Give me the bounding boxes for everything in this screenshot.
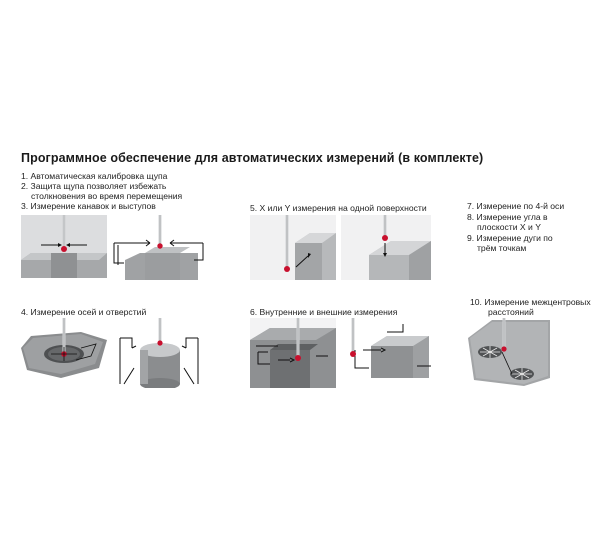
y-surface-measurement-diagram bbox=[341, 215, 431, 280]
caption-item-1: 1. Автоматическая калибровка щупа bbox=[21, 171, 168, 181]
caption-item-3: 3. Измерение канавок и выступов bbox=[21, 201, 156, 211]
page-title: Программное обеспечение для автоматическ… bbox=[21, 151, 484, 165]
hole-measurement-diagram bbox=[21, 318, 107, 380]
internal-measurement-diagram bbox=[250, 318, 336, 388]
caption-item-8: 8. Измерение угла в bbox=[467, 212, 548, 222]
caption-item-6: 6. Внутренние и внешние измерения bbox=[250, 307, 398, 317]
caption-item-5: 5. X или Y измерения на одной поверхност… bbox=[250, 203, 427, 213]
caption-item-7: 7. Измерение по 4-й оси bbox=[467, 201, 565, 211]
caption-item-9: 9. Измерение дуги по bbox=[467, 233, 553, 243]
caption-item-8-cont: плоскости X и Y bbox=[477, 222, 541, 232]
caption-item-2-cont: столкновения во время перемещения bbox=[31, 191, 183, 201]
center-distance-measurement-diagram bbox=[468, 318, 550, 386]
caption-item-4: 4. Измерение осей и отверстий bbox=[21, 307, 147, 317]
caption-item-10-cont: расстояний bbox=[488, 307, 534, 317]
ridge-measurement-diagram bbox=[110, 215, 208, 280]
shaft-measurement-diagram bbox=[110, 318, 208, 388]
caption-item-9-cont: трём точкам bbox=[477, 243, 527, 253]
caption-item-10: 10. Измерение межцентровых bbox=[470, 297, 591, 307]
x-surface-measurement-diagram bbox=[250, 215, 336, 280]
external-measurement-diagram bbox=[341, 318, 433, 388]
caption-item-2: 2. Защита щупа позволяет избежать bbox=[21, 181, 167, 191]
groove-measurement-diagram bbox=[21, 215, 107, 278]
